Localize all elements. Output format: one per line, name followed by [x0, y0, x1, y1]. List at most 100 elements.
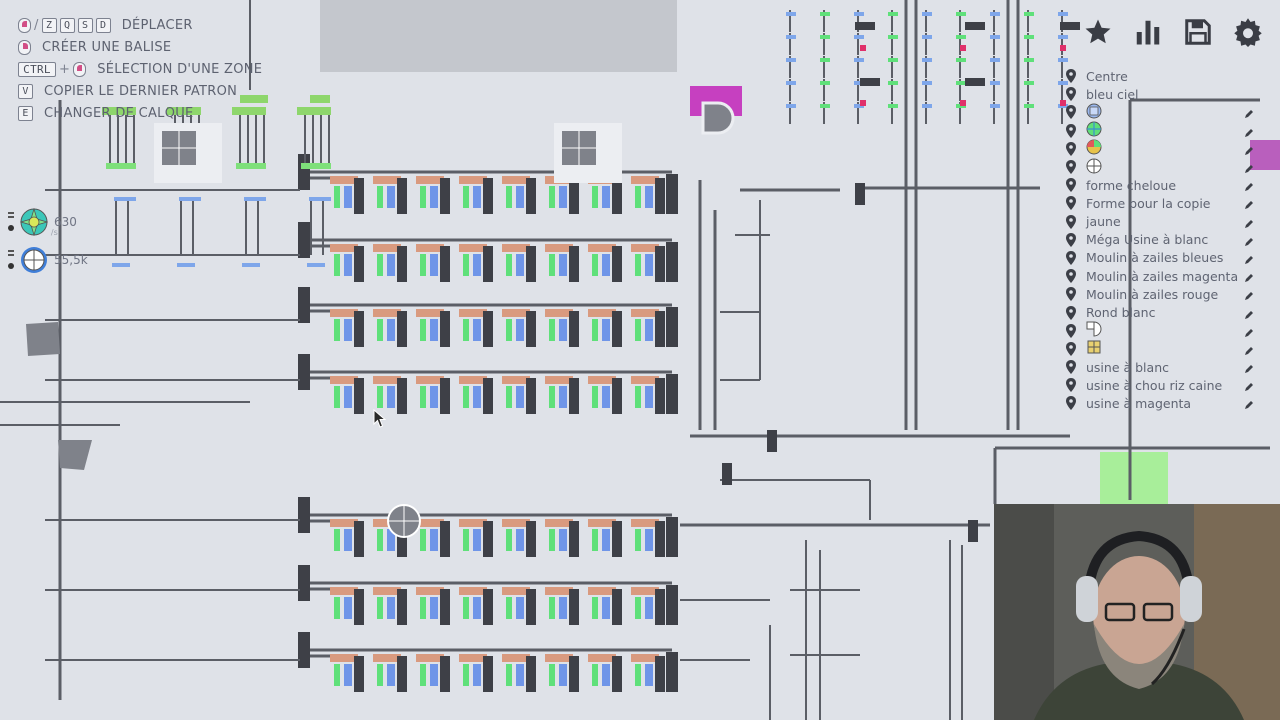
map-pin-icon: [1066, 341, 1076, 356]
marker-item[interactable]: [1066, 321, 1266, 340]
splitter-building: [236, 163, 266, 169]
edit-pencil-icon[interactable]: [1244, 235, 1254, 246]
stacker-input: [377, 664, 383, 686]
map-pin-icon: [1066, 378, 1076, 393]
stacker-input: [463, 386, 469, 408]
stacker-building: [526, 246, 536, 282]
balancer-building: [298, 354, 310, 390]
stacker-input: [645, 254, 653, 276]
marker-item[interactable]: [1066, 139, 1266, 158]
splitter-building: [786, 81, 796, 85]
splitter-building: [820, 12, 830, 16]
marker-item[interactable]: usine à magenta: [1066, 394, 1266, 412]
stacker-input: [473, 664, 481, 686]
stacker-input: [549, 386, 555, 408]
stacker-input: [344, 597, 352, 619]
marker-label: bleu ciel: [1086, 86, 1139, 102]
edit-pencil-icon[interactable]: [1244, 398, 1254, 410]
hint-move: / Z Q S D DÉPLACER: [18, 14, 262, 36]
stats-chart-icon[interactable]: [1132, 14, 1164, 50]
splitter-building: [854, 35, 864, 39]
edit-pencil-icon[interactable]: [1244, 107, 1254, 119]
marker-item[interactable]: Moulin à zailes bleues: [1066, 249, 1266, 267]
painter-building: [459, 176, 487, 184]
resource-counter-white-circle[interactable]: 55,5k: [6, 246, 88, 274]
windmill-shape-marker: [26, 322, 60, 356]
marker-item[interactable]: Centre: [1066, 67, 1266, 85]
edit-pencil-icon[interactable]: [1244, 326, 1254, 337]
edit-pencil-icon[interactable]: [1244, 344, 1254, 355]
painter-building: [631, 309, 659, 317]
key-e: E: [18, 105, 33, 121]
stacker-input: [559, 319, 567, 341]
hub-area: [320, 0, 677, 72]
save-icon[interactable]: [1182, 14, 1214, 50]
webcam-overlay: [994, 504, 1280, 720]
marker-item[interactable]: usine à chou riz caine: [1066, 376, 1266, 394]
stacker-input: [592, 186, 598, 208]
edit-pencil-icon[interactable]: [1244, 308, 1254, 319]
stacker-input: [387, 186, 395, 208]
marker-item[interactable]: Forme pour la copie: [1066, 194, 1266, 212]
painter-building: [459, 654, 487, 662]
marker-item[interactable]: usine à blanc: [1066, 358, 1266, 376]
edit-pencil-icon[interactable]: [1244, 271, 1254, 283]
marker-label: Rond blanc: [1086, 305, 1156, 321]
splitter-building: [1024, 81, 1034, 85]
balancer-building: [968, 520, 978, 542]
stacker-input: [549, 254, 555, 276]
splitter-building: [1024, 104, 1034, 108]
stacker-input: [592, 319, 598, 341]
stacker-input: [377, 386, 383, 408]
building: [1060, 100, 1066, 106]
marker-item[interactable]: [1066, 158, 1266, 176]
star-icon[interactable]: [1082, 14, 1114, 50]
marker-item[interactable]: Rond blanc: [1066, 303, 1266, 321]
edit-pencil-icon[interactable]: [1244, 144, 1254, 155]
marker-item[interactable]: jaune: [1066, 213, 1266, 231]
painter-building: [330, 654, 358, 662]
edit-pencil-icon[interactable]: [1244, 217, 1254, 228]
mouse-cursor-icon: [373, 409, 387, 428]
edit-pencil-icon[interactable]: [1244, 180, 1254, 192]
splitter-building: [922, 58, 932, 62]
marker-item[interactable]: Méga Usine à blanc: [1066, 231, 1266, 249]
painter-building: [459, 376, 487, 384]
map-pin-icon: [1066, 105, 1076, 120]
edit-pencil-icon[interactable]: [1244, 126, 1254, 137]
marker-item[interactable]: Moulin à zailes rouge: [1066, 285, 1266, 303]
marker-label: Moulin à zailes rouge: [1086, 286, 1219, 302]
marker-item[interactable]: forme cheloue: [1066, 176, 1266, 194]
splitter-building: [786, 104, 796, 108]
edit-pencil-icon[interactable]: [1244, 253, 1254, 264]
painter-building: [502, 587, 530, 595]
edit-pencil-icon[interactable]: [1244, 289, 1254, 301]
edit-pencil-icon[interactable]: [1244, 362, 1254, 374]
resource-counter-multicolor[interactable]: 630 /s: [6, 206, 77, 237]
stacker-input: [344, 254, 352, 276]
marker-label: Méga Usine à blanc: [1086, 232, 1209, 248]
stacker-input: [430, 319, 438, 341]
marker-item[interactable]: [1066, 340, 1266, 358]
edit-pencil-icon[interactable]: [1244, 162, 1254, 174]
stacker-input: [473, 529, 481, 551]
stacker-input: [344, 664, 352, 686]
balancer-building: [242, 263, 260, 267]
marker-item[interactable]: Moulin à zailes magenta: [1066, 267, 1266, 285]
balancer-building: [855, 183, 865, 205]
edit-pencil-icon[interactable]: [1244, 380, 1254, 392]
marker-item[interactable]: bleu ciel: [1066, 85, 1266, 103]
mouse-right-icon: [18, 39, 31, 55]
marker-item[interactable]: [1066, 121, 1266, 140]
stacker-building: [612, 656, 622, 692]
half-circle-shape-marker: [701, 101, 735, 135]
stacker-building: [397, 656, 407, 692]
edit-pencil-icon[interactable]: [1244, 198, 1254, 210]
stacker-input: [592, 529, 598, 551]
stacker-building: [655, 311, 665, 347]
marker-item[interactable]: [1066, 103, 1266, 121]
key-q: Q: [59, 17, 75, 33]
gear-icon[interactable]: [1232, 14, 1264, 50]
splitter-building: [888, 81, 898, 85]
